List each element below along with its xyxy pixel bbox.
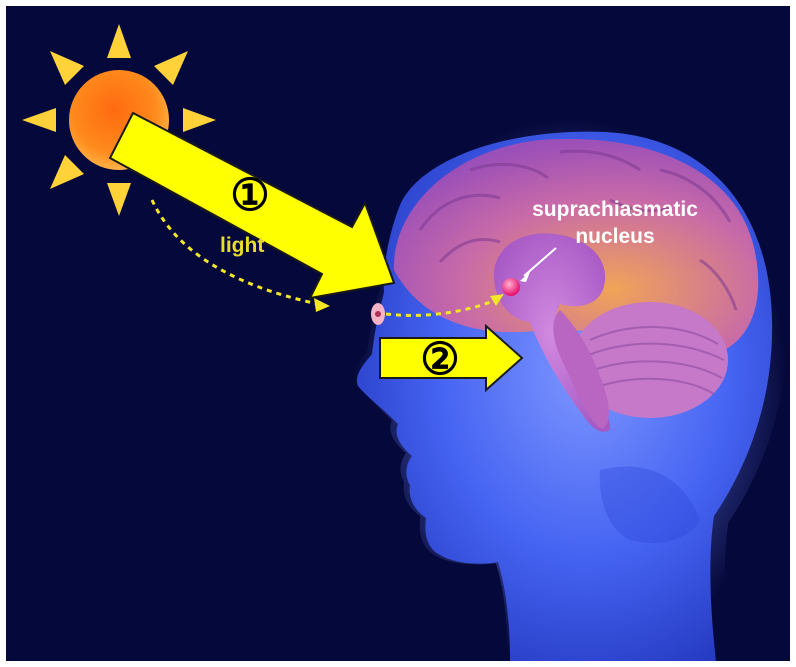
scn-label-line-2: nucleus — [575, 225, 654, 248]
suprachiasmatic-nucleus-dot — [502, 278, 520, 296]
step-1-marker: ① — [230, 171, 269, 220]
step-2-marker: ② — [420, 335, 459, 384]
scn-label-line-1: suprachiasmatic — [532, 198, 698, 221]
light-label: light — [220, 234, 264, 257]
